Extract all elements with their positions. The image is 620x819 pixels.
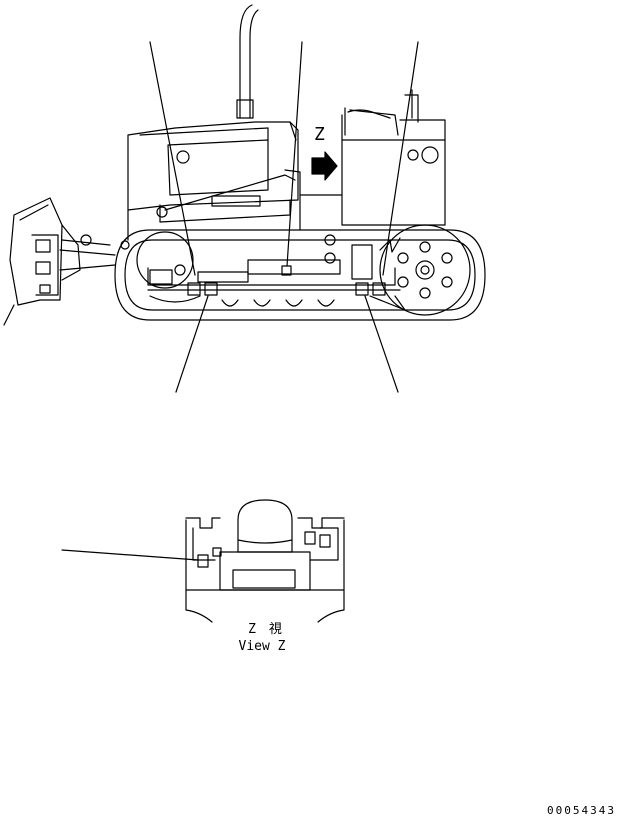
operator-area bbox=[299, 89, 446, 226]
view-z-rear-view bbox=[185, 499, 345, 623]
dozer-blade bbox=[3, 197, 116, 326]
view-caption-jp: Z 視 bbox=[248, 622, 282, 637]
engine-hood bbox=[127, 121, 299, 211]
operator-seat bbox=[237, 499, 293, 553]
view-arrow-z: Z bbox=[311, 124, 338, 181]
sprocket bbox=[379, 224, 471, 316]
leader-lines bbox=[149, 41, 419, 393]
idler-wheel bbox=[136, 231, 194, 289]
lift-frame bbox=[127, 169, 301, 241]
exhaust-pipe bbox=[236, 4, 259, 119]
track-assembly bbox=[114, 224, 486, 321]
view-marker-label: Z bbox=[314, 124, 325, 145]
track-frame-plate bbox=[247, 259, 341, 275]
view-z-leader-line bbox=[61, 549, 199, 561]
view-caption-en: View Z bbox=[239, 639, 286, 654]
drawing-number: 00054343 bbox=[547, 804, 616, 817]
bulldozer-side-view: Z bbox=[3, 4, 486, 393]
